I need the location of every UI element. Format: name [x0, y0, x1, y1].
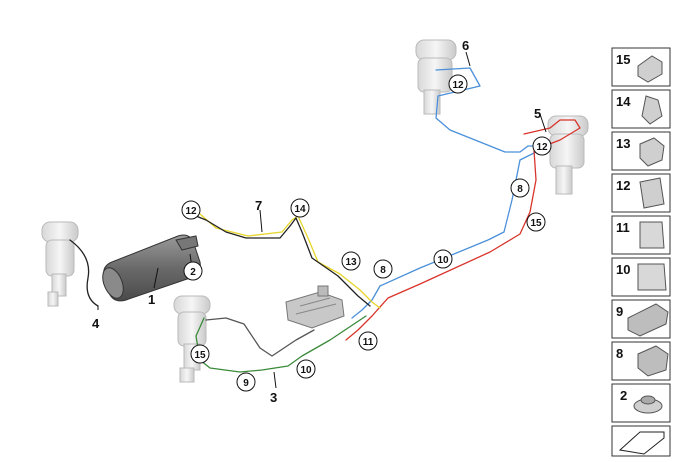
legend-item-15: 15 [611, 47, 671, 87]
direction-arrow-icon [618, 431, 665, 455]
legend-item-8: 8 [611, 341, 671, 381]
callout-15-b: 15 [526, 212, 546, 232]
svg-text:15: 15 [194, 350, 206, 361]
svg-text:12: 12 [185, 206, 197, 217]
callout-11: 11 [358, 331, 378, 351]
line-black-front [185, 211, 371, 307]
label-4: 4 [92, 316, 100, 331]
svg-text:10: 10 [616, 262, 630, 277]
svg-text:15: 15 [616, 52, 630, 67]
nut-icon [633, 395, 663, 414]
svg-text:12: 12 [616, 178, 630, 193]
svg-text:12: 12 [536, 142, 548, 153]
svg-text:11: 11 [363, 337, 374, 348]
svg-text:15: 15 [530, 218, 542, 229]
air-reservoir [102, 234, 201, 302]
label-3: 3 [270, 390, 277, 405]
legend-item-13: 13 [611, 131, 671, 171]
clip-14-icon [641, 95, 663, 125]
parts-legend: 15 14 13 12 11 10 9 [611, 47, 671, 457]
clip-9-icon [627, 303, 669, 337]
legend-item-11: 11 [611, 215, 671, 255]
legend-item-10: 10 [611, 257, 671, 297]
clip-11-icon [639, 221, 665, 249]
callout-12-a: 12 [181, 200, 201, 220]
callout-2: 2 [183, 261, 203, 281]
svg-text:8: 8 [380, 265, 386, 276]
svg-text:2: 2 [190, 267, 196, 278]
callout-12-c: 12 [532, 136, 552, 156]
svg-text:12: 12 [452, 80, 464, 91]
callout-15-a: 15 [190, 344, 210, 364]
clip-8-icon [637, 345, 669, 377]
legend-item-2: 2 [611, 383, 671, 423]
svg-text:14: 14 [294, 204, 306, 215]
label-6: 6 [462, 38, 469, 53]
label-5: 5 [534, 106, 541, 121]
label-7: 7 [255, 198, 262, 213]
line-grey-left [205, 317, 315, 357]
svg-text:9: 9 [243, 378, 249, 389]
strut-rear-left [173, 295, 211, 383]
callout-14: 14 [290, 198, 310, 218]
callout-13: 13 [341, 251, 361, 271]
legend-item-9: 9 [611, 299, 671, 339]
clip-15-icon [637, 55, 663, 83]
strut-rear-right [547, 115, 589, 195]
strut-front-right-top [415, 39, 457, 115]
legend-item-14: 14 [611, 89, 671, 129]
svg-text:11: 11 [616, 220, 630, 235]
valve-block [285, 285, 345, 329]
line-green [195, 315, 367, 373]
svg-text:10: 10 [300, 365, 312, 376]
legend-item-arrow [611, 425, 671, 457]
svg-text:9: 9 [616, 304, 623, 319]
callout-10-b: 10 [296, 359, 316, 379]
label-1: 1 [148, 292, 155, 307]
line-black-left [69, 239, 99, 307]
callout-12-b: 12 [448, 74, 468, 94]
callout-8-a: 8 [373, 259, 393, 279]
legend-item-12: 12 [611, 173, 671, 213]
svg-text:8: 8 [616, 346, 623, 361]
svg-text:13: 13 [616, 136, 630, 151]
svg-text:10: 10 [437, 255, 449, 266]
svg-text:14: 14 [616, 94, 631, 109]
svg-text:2: 2 [620, 388, 627, 403]
strut-front-left [41, 221, 79, 307]
line-red [345, 119, 581, 341]
callout-8-b: 8 [510, 178, 530, 198]
clip-12-icon [639, 177, 665, 209]
svg-text:13: 13 [345, 257, 357, 268]
callout-10-a: 10 [433, 249, 453, 269]
callout-9: 9 [236, 372, 256, 392]
clip-13-icon [639, 137, 665, 167]
clip-10-icon [637, 263, 667, 291]
svg-text:8: 8 [517, 184, 523, 195]
